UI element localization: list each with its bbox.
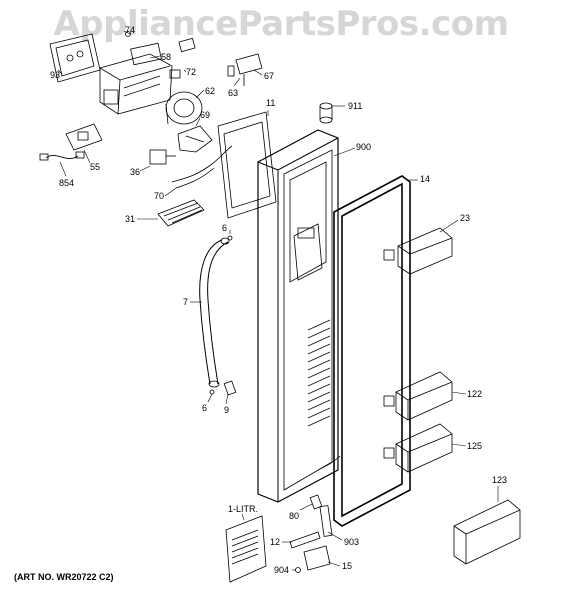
callout-122: 122 [467, 389, 483, 399]
part-7-tube [199, 237, 230, 388]
callout-58: 58 [161, 52, 172, 62]
part-31-grille [157, 199, 205, 227]
callout-72: 72 [186, 67, 197, 77]
part-72-clip [169, 37, 196, 79]
part-123-bin [453, 499, 521, 565]
callout-69: 69 [200, 110, 211, 120]
part-67-hinge [227, 53, 263, 86]
part-122-bin [383, 371, 453, 421]
part-904-screw [295, 567, 301, 573]
callout-911: 911 [348, 101, 363, 111]
callout-1-litr: 1-LITR. [228, 504, 259, 514]
callout-55: 55 [90, 162, 101, 172]
callout-123: 123 [492, 475, 508, 485]
callout-62: 62 [205, 86, 216, 96]
callout-6-upper: 6 [222, 223, 228, 233]
part-62-motor [165, 91, 203, 125]
part-1-litr-label [225, 515, 267, 583]
part-80-fitting [309, 494, 323, 510]
callout-74: 74 [125, 25, 136, 35]
part-854-harness [39, 151, 85, 161]
part-14-gasket [333, 175, 411, 527]
part-ice-dispenser-assembly [99, 42, 173, 115]
part-36-solenoid [149, 149, 176, 165]
part-55-switch [65, 123, 103, 151]
art-number-label: (ART NO. WR20722 C2) [14, 572, 114, 582]
leader-lines [57, 30, 499, 571]
callout-70: 70 [154, 191, 165, 201]
callout-11: 11 [266, 98, 276, 108]
part-12-bracket [289, 531, 321, 549]
part-70-wire [171, 145, 233, 189]
callout-15: 15 [342, 561, 353, 571]
callout-36: 36 [130, 167, 141, 177]
part-11-frame [217, 111, 277, 219]
callout-7: 7 [183, 297, 189, 307]
part-900-door [257, 129, 341, 503]
callout-900: 900 [356, 142, 372, 152]
part-69-chute [177, 125, 213, 153]
part-6-clamp-upper [227, 235, 233, 241]
callout-12: 12 [270, 537, 281, 547]
part-9-fitting [223, 380, 237, 396]
callout-9: 9 [224, 405, 230, 415]
callout-67: 67 [264, 71, 275, 81]
callout-6-lower: 6 [202, 403, 208, 413]
callout-903: 903 [344, 537, 360, 547]
callout-93: 93 [50, 70, 61, 80]
part-15-hinge [303, 545, 331, 571]
part-911-cap [319, 102, 333, 124]
part-74-screw [125, 31, 131, 37]
part-903-bar [319, 505, 333, 537]
callout-854: 854 [59, 178, 75, 188]
callout-23: 23 [460, 213, 471, 223]
callout-80: 80 [289, 511, 300, 521]
part-23-bin [383, 227, 453, 275]
callout-125: 125 [467, 441, 483, 451]
callout-14: 14 [420, 174, 431, 184]
callout-904: 904 [274, 565, 290, 575]
part-125-bin [383, 423, 453, 473]
callout-63: 63 [228, 88, 239, 98]
callout-31: 31 [125, 214, 136, 224]
part-6-clamp-lower [209, 389, 215, 395]
